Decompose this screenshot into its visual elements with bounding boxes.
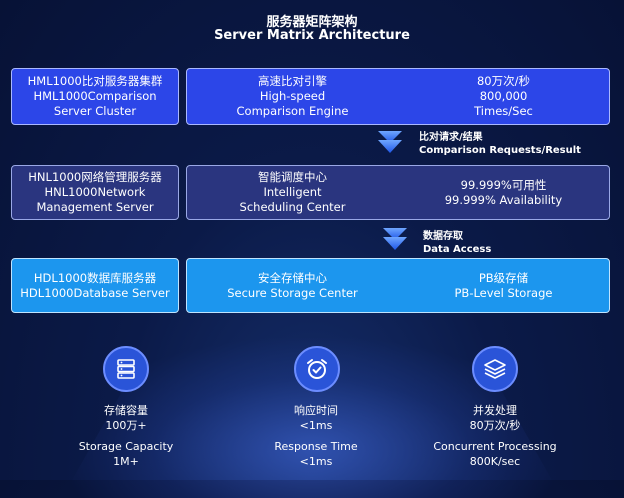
comparison-rate-en1: 800,000: [479, 89, 528, 103]
comparison-engine-en2: Comparison Engine: [236, 104, 349, 118]
down-arrow-icon: [378, 131, 402, 153]
response-time-en-value: <1ms: [299, 455, 333, 468]
storage-capacity-en-label: Storage Capacity: [78, 440, 174, 453]
hdl1000-label-en1: HDL1000Database Server: [20, 285, 170, 300]
scheduling-center-en2: Scheduling Center: [239, 200, 346, 214]
concurrent-processing-cn-value: 80万次/秒: [469, 419, 521, 432]
hnl1000-label-en2: Management Server: [36, 200, 154, 214]
layers-icon: [472, 346, 518, 392]
hml1000-label-en1: HML1000Comparison: [33, 89, 157, 103]
availability-col: 99.999%可用性 99.999% Availability: [398, 178, 609, 208]
connector-1-label: 比对请求/结果 Comparison Requests/Result: [419, 131, 581, 157]
hnl1000-network-box: HNL1000网络管理服务器 HNL1000Network Management…: [11, 165, 179, 220]
concurrent-processing-en-value: 800K/sec: [469, 455, 521, 468]
title-english: Server Matrix Architecture: [214, 28, 410, 43]
secure-storage-col: 安全存储中心 Secure Storage Center: [187, 271, 398, 301]
concurrent-processing-en-label: Concurrent Processing: [433, 440, 557, 453]
concurrent-processing-cn-label: 并发处理: [473, 404, 517, 417]
secure-storage-box: 安全存储中心 Secure Storage Center PB级存储 PB-Le…: [186, 258, 610, 313]
comparison-rate-cn: 80万次/秒: [476, 74, 530, 88]
title-chinese: 服务器矩阵架构: [266, 15, 358, 30]
hml1000-label-cn: HML1000比对服务器集群: [27, 74, 163, 88]
comparison-engine-cn: 高速比对引擎: [258, 74, 327, 88]
storage-capacity-cn-label: 存储容量: [104, 404, 148, 417]
response-time-stat: 响应时间 <1ms Response Time <1ms: [226, 403, 406, 469]
connector-2-en: Data Access: [423, 244, 492, 255]
server-stack-icon: [103, 346, 149, 392]
down-arrow-icon: [383, 228, 407, 250]
connector-1-en: Comparison Requests/Result: [419, 145, 581, 156]
connector-2-label: 数据存取 Data Access: [423, 230, 491, 256]
scheduling-center-en1: Intelligent: [263, 185, 322, 199]
availability-cn: 99.999%可用性: [460, 177, 547, 192]
hnl1000-label-cn: HNL1000网络管理服务器: [28, 170, 162, 184]
scheduling-center-col: 智能调度中心 Intelligent Scheduling Center: [187, 170, 398, 215]
concurrent-processing-stat: 并发处理 80万次/秒 Concurrent Processing 800K/s…: [405, 403, 585, 469]
clock-check-icon: [294, 346, 340, 392]
availability-en1: 99.999% Availability: [444, 192, 563, 207]
secure-storage-en1: Secure Storage Center: [227, 285, 358, 300]
comparison-rate-en2: Times/Sec: [474, 104, 533, 118]
comparison-rate-col: 80万次/秒 800,000 Times/Sec: [398, 74, 609, 119]
comparison-engine-col: 高速比对引擎 High-speed Comparison Engine: [187, 74, 398, 119]
connector-2-cn: 数据存取: [423, 231, 463, 242]
response-time-cn-value: <1ms: [299, 419, 333, 432]
response-time-en-label: Response Time: [274, 440, 358, 453]
pb-storage-cn: PB级存储: [478, 270, 529, 285]
hnl1000-label-en1: HNL1000Network: [44, 185, 146, 199]
comparison-engine-box: 高速比对引擎 High-speed Comparison Engine 80万次…: [186, 68, 610, 125]
pb-storage-en1: PB-Level Storage: [454, 285, 553, 300]
secure-storage-cn: 安全存储中心: [258, 270, 327, 285]
response-time-cn-label: 响应时间: [294, 404, 338, 417]
storage-capacity-stat: 存储容量 100万+ Storage Capacity 1M+: [36, 403, 216, 469]
hml1000-cluster-box: HML1000比对服务器集群 HML1000Comparison Server …: [11, 68, 179, 125]
storage-capacity-cn-value: 100万+: [105, 419, 147, 432]
pb-storage-col: PB级存储 PB-Level Storage: [398, 271, 609, 301]
storage-capacity-en-value: 1M+: [113, 455, 139, 468]
scheduling-center-box: 智能调度中心 Intelligent Scheduling Center 99.…: [186, 165, 610, 220]
hml1000-label-en2: Server Cluster: [53, 104, 137, 118]
comparison-engine-en1: High-speed: [259, 89, 326, 103]
hdl1000-database-box: HDL1000数据库服务器 HDL1000Database Server: [11, 258, 179, 313]
scheduling-center-cn: 智能调度中心: [258, 170, 327, 184]
hdl1000-label-cn: HDL1000数据库服务器: [33, 270, 157, 285]
connector-1-cn: 比对请求/结果: [419, 132, 483, 143]
